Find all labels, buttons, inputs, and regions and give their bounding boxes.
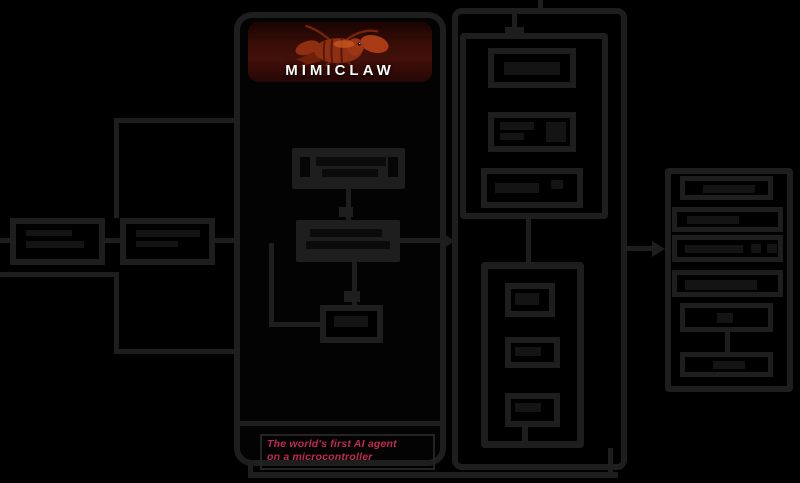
text-blob — [515, 347, 541, 356]
icon-blob — [767, 244, 777, 253]
connector-right-to-far-right — [627, 246, 659, 251]
diagram-box-center-1 — [292, 148, 405, 189]
text-blob — [687, 216, 739, 224]
connector-center-to-right-container — [400, 238, 448, 243]
text-blob — [136, 241, 178, 247]
connector-bottom-long — [248, 472, 618, 478]
text-blob — [306, 241, 390, 249]
diagram-box-right-bottom-2 — [505, 337, 560, 368]
diagram-box-left-2 — [120, 218, 215, 265]
connector-center-1-to-2 — [346, 189, 351, 220]
mimiclaw-header-banner: MIMICLAW — [248, 22, 432, 82]
text-blob — [685, 245, 743, 253]
diagram-box-far-right-6 — [680, 352, 773, 377]
text-blob — [500, 122, 534, 130]
text-blob — [500, 133, 524, 140]
lobster-icon — [295, 24, 389, 67]
text-blob — [504, 62, 560, 75]
diagram-box-center-3 — [320, 305, 383, 343]
connector-right-to-bottom-line — [608, 448, 613, 474]
diagram-box-right-top-2 — [488, 112, 576, 152]
diagram-box-right-bottom-3 — [505, 393, 560, 427]
text-blob — [322, 169, 378, 177]
tagline-line-2: on a microcontroller — [267, 451, 373, 463]
connector-bottom-loop-vertical-left — [114, 272, 119, 354]
connector-top-loop-vertical-left — [114, 118, 119, 218]
connector-card-to-bottom-line — [248, 460, 253, 478]
diagram-box-far-right-2 — [672, 207, 783, 232]
arrowhead-right — [652, 241, 665, 257]
text-blob — [136, 230, 200, 237]
text-blob — [300, 157, 310, 177]
icon-blob — [551, 180, 563, 189]
arrowhead-right — [442, 233, 455, 249]
diagram-box-center-2 — [296, 220, 400, 262]
connector-bottom-loop-from-edge — [0, 272, 118, 277]
connector-right-top-to-bottom-group — [526, 217, 531, 265]
diagram-box-right-top-3 — [481, 168, 583, 208]
connector-center-2-to-3 — [352, 262, 357, 305]
text-blob — [717, 313, 733, 323]
tagline-line-1: The world's first AI agent — [267, 438, 397, 450]
diagram-box-far-right-1 — [680, 176, 773, 200]
connector-into-right-top-group — [512, 10, 517, 36]
diagram-box-far-right-4 — [672, 270, 783, 297]
icon-blob — [546, 122, 566, 142]
text-blob — [388, 157, 398, 177]
connector-left-box-1-to-2 — [105, 238, 120, 243]
diagram-box-far-right-5 — [680, 303, 773, 332]
arrowhead-down — [505, 27, 524, 36]
connector-edge-to-left-box-1 — [0, 238, 10, 243]
text-blob — [703, 185, 755, 193]
text-blob — [26, 241, 84, 248]
separator-line — [240, 421, 440, 426]
diagram-box-left-1 — [10, 218, 105, 265]
connector-far-right-5-to-6 — [725, 330, 730, 352]
arrowhead-down — [339, 207, 353, 217]
text-blob — [316, 157, 386, 166]
diagram-box-far-right-3 — [672, 235, 783, 262]
icon-blob — [751, 244, 761, 253]
text-blob — [515, 403, 541, 412]
arrowhead-down — [344, 291, 360, 302]
text-blob — [334, 316, 368, 327]
diagram-box-right-bottom-1 — [505, 283, 555, 317]
text-blob — [495, 183, 539, 193]
connector-top-edge-stub — [538, 0, 543, 10]
connector-left-loop-horizontal — [269, 322, 320, 327]
connector-left-loop-vertical — [269, 243, 274, 327]
logo-text: MIMICLAW — [285, 62, 395, 79]
text-blob — [310, 229, 382, 237]
tagline-box: The world's first AI agent on a microcon… — [260, 434, 435, 470]
text-blob — [713, 361, 745, 369]
connector-box-to-container-bottom — [522, 425, 528, 448]
text-blob — [685, 280, 757, 290]
text-blob — [26, 230, 72, 236]
text-blob — [515, 293, 539, 305]
diagram-box-right-top-1 — [488, 48, 576, 88]
